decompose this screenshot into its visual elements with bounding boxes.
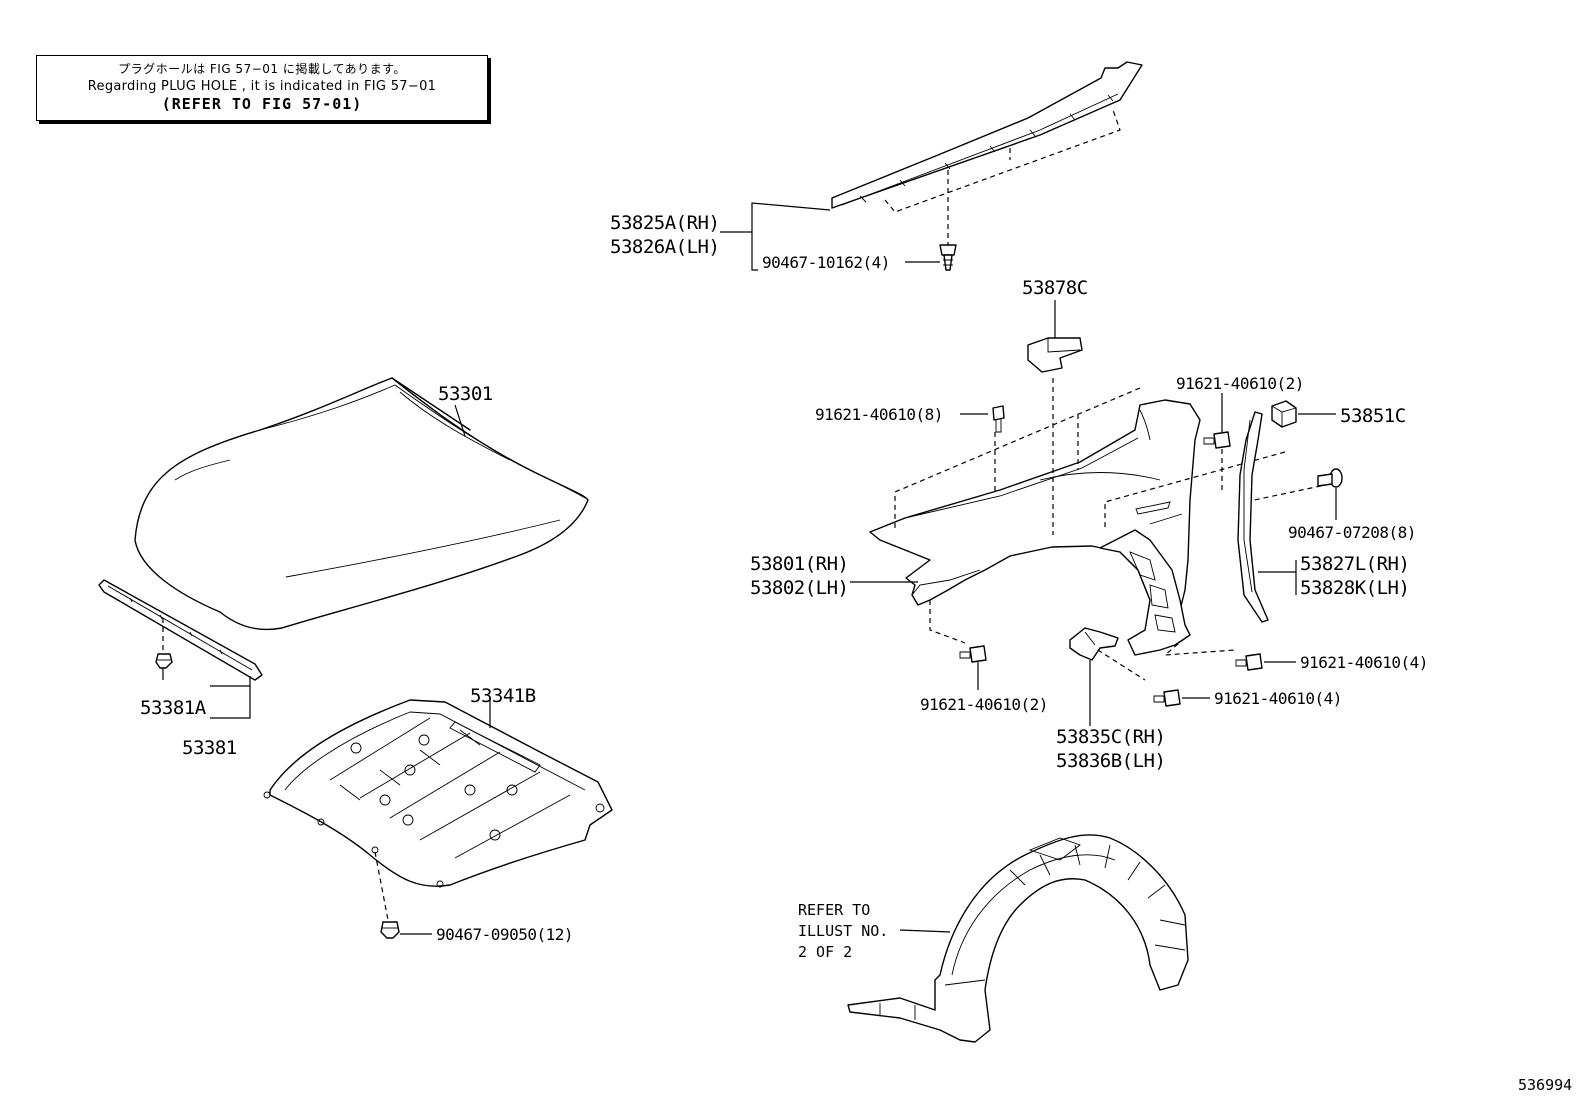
label-53802: 53802(LH)	[750, 577, 848, 599]
label-53835C: 53835C(RH)	[1056, 726, 1165, 748]
label-90467-09050: 90467-09050(12)	[436, 925, 573, 944]
label-53381A: 53381A	[140, 697, 207, 719]
bolt-91621-mid-4	[1153, 689, 1181, 707]
label-90467-07208: 90467-07208(8)	[1288, 523, 1416, 542]
label-53301: 53301	[438, 383, 493, 405]
hood-front-seal	[98, 579, 263, 681]
note-line-english: Regarding PLUG HOLE , it is indicated in…	[87, 79, 437, 94]
label-91621-8: 91621-40610(8)	[815, 405, 943, 424]
hood-panel	[134, 377, 589, 631]
fender-cushion-53878C	[1027, 337, 1083, 373]
fender-seal-53827L	[1237, 411, 1269, 623]
fender-liner	[847, 834, 1189, 1043]
fender-bracket-53835C	[1069, 627, 1119, 661]
label-91621-bottom-2: 91621-40610(2)	[920, 695, 1048, 714]
label-53381: 53381	[182, 737, 237, 759]
bolt-91621-top-right	[1203, 431, 1231, 449]
label-53825A: 53825A(RH)	[610, 212, 719, 234]
label-53828K: 53828K(LH)	[1300, 577, 1409, 599]
dashed-fender-top	[894, 387, 1141, 530]
label-53836B: 53836B(LH)	[1056, 750, 1165, 772]
hood-insulator	[263, 699, 613, 888]
dashed-90467-09050	[374, 851, 389, 921]
bolt-91621-right-4	[1235, 653, 1263, 671]
label-90467-10162: 90467-10162(4)	[762, 253, 890, 272]
clip-53381A	[155, 653, 173, 669]
note-line-refer: (REFER TO FIG 57-01)	[161, 95, 363, 113]
leader-refer	[899, 929, 951, 933]
figure-id: 536994	[1518, 1076, 1572, 1094]
label-91621-right-4: 91621-40610(4)	[1300, 653, 1428, 672]
label-refer-line3: 2 OF 2	[798, 943, 852, 961]
label-53826A: 53826A(LH)	[610, 236, 719, 258]
label-refer-line2: ILLUST NO.	[798, 922, 888, 940]
label-refer-line1: REFER TO	[798, 901, 870, 919]
hood-side-molding	[831, 61, 1143, 245]
leader-53825A	[751, 202, 831, 271]
label-91621-top-2: 91621-40610(2)	[1176, 374, 1304, 393]
plug-hole-note: プラグホールは FIG 57−01 に掲載してあります。 Regarding P…	[36, 55, 488, 121]
cushion-53851C	[1271, 400, 1297, 428]
label-53341B: 53341B	[470, 685, 536, 707]
label-53878C: 53878C	[1022, 277, 1088, 299]
leader-53301	[454, 404, 466, 437]
label-53851C: 53851C	[1340, 405, 1406, 427]
fender-apron-bracket	[1099, 529, 1191, 656]
clip-90467-10162	[939, 244, 957, 271]
bolt-91621-top-left	[992, 405, 1005, 433]
clip-90467-09050	[380, 921, 400, 939]
label-91621-mid-4: 91621-40610(4)	[1214, 689, 1342, 708]
label-53801: 53801(RH)	[750, 553, 848, 575]
clip-90467-07208	[1317, 468, 1343, 488]
label-53827L: 53827L(RH)	[1300, 553, 1409, 575]
bolt-91621-bottom-2	[959, 645, 987, 663]
note-line-japanese: プラグホールは FIG 57−01 に掲載してあります。	[118, 62, 406, 76]
